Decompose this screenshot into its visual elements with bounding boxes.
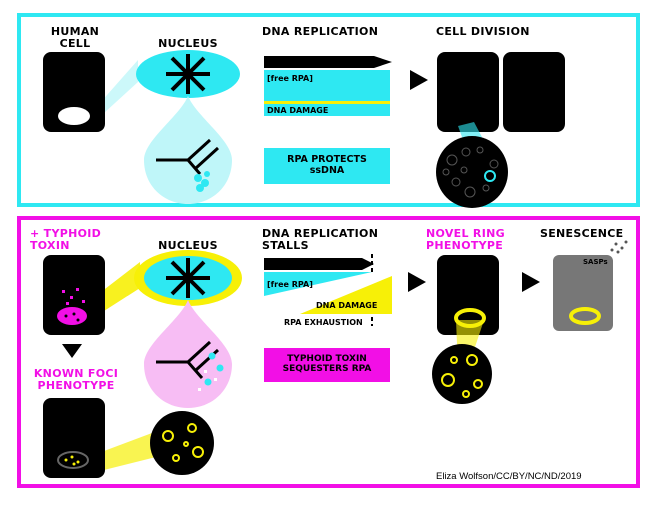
label-novel-ring: NOVEL RING PHENOTYPE (426, 227, 505, 252)
free-rpa-box (264, 70, 390, 102)
dna-damage-line (264, 101, 390, 104)
toxin-chromatin-star (166, 258, 210, 298)
arrow-right-icon (522, 272, 540, 292)
label-replication-stalls: DNA REPLICATION STALLS (262, 227, 379, 252)
daughter-cell-left (437, 52, 499, 132)
label-nucleus-toxin: NUCLEUS (158, 239, 218, 252)
label-dna-damage-stalled: DNA DAMAGE (316, 301, 378, 310)
nucleus-micrograph (436, 136, 508, 208)
credit-line: Eliza Wolfson/CC/BY/NC/ND/2019 (436, 471, 582, 482)
cell-nucleus (58, 107, 90, 125)
label-sasps: SASPs (583, 258, 608, 266)
foci-cell-nucleus (57, 451, 89, 469)
label-senescence: SENESCENCE (540, 227, 624, 240)
daughter-cell-right (503, 52, 565, 132)
stalled-replication-arrow (264, 258, 374, 270)
arrow-right-icon (408, 272, 426, 292)
foci-micrograph (150, 411, 214, 475)
sequesters-rpa-box: TYPHOID TOXIN SEQUESTERS RPA (264, 348, 390, 382)
label-human-cell: HUMAN CELL (50, 25, 100, 50)
label-known-foci: KNOWN FOCI PHENOTYPE (33, 367, 119, 392)
normal-cell-panel (17, 13, 640, 207)
label-typhoid-toxin: + TYPHOID TOXIN (30, 227, 102, 252)
toxin-cell-nucleus (57, 307, 87, 325)
label-dna-damage: DNA DAMAGE (267, 106, 329, 115)
micrograph-speckles (442, 146, 499, 198)
label-cell-division: CELL DIVISION (436, 25, 530, 38)
replication-fork (156, 138, 220, 175)
sasp-particles (610, 240, 628, 254)
toxin-dots (198, 370, 217, 391)
human-cell (43, 52, 105, 132)
replication-fork-zoom (144, 96, 232, 204)
dna-damage-wedge (300, 276, 392, 314)
rpa-focus (484, 170, 496, 182)
rpa-molecules (194, 171, 210, 192)
senescent-ring (569, 307, 601, 325)
ring-micrograph (432, 344, 492, 404)
label-free-rpa: [free RPA] (267, 74, 313, 83)
toxin-nucleus-dots (64, 312, 80, 322)
ring-micrograph-features (441, 354, 483, 398)
rpa-protects-box: RPA PROTECTS ssDNA (264, 148, 390, 184)
sparse-rpa-molecules (204, 352, 224, 386)
foci-dots (64, 455, 80, 466)
label-dna-replication: DNA REPLICATION (262, 25, 379, 38)
label-rpa-exhaustion: RPA EXHAUSTION (284, 318, 363, 327)
stalled-fork-zoom (144, 300, 232, 408)
stalled-replication-fork (156, 340, 220, 379)
arrow-right-icon (410, 70, 428, 90)
typhoid-toxin-panel (17, 216, 640, 488)
foci-micrograph-features (162, 423, 204, 462)
arrow-down-icon (62, 344, 82, 358)
chromatin-star (166, 54, 210, 94)
toxin-particles (62, 288, 85, 305)
foci-phenotype-cell (43, 398, 105, 478)
label-nucleus: NUCLEUS (158, 37, 218, 50)
label-free-rpa-stalled: [free RPA] (267, 280, 313, 289)
replication-arrow (264, 56, 392, 68)
dna-damage-band (264, 104, 390, 116)
